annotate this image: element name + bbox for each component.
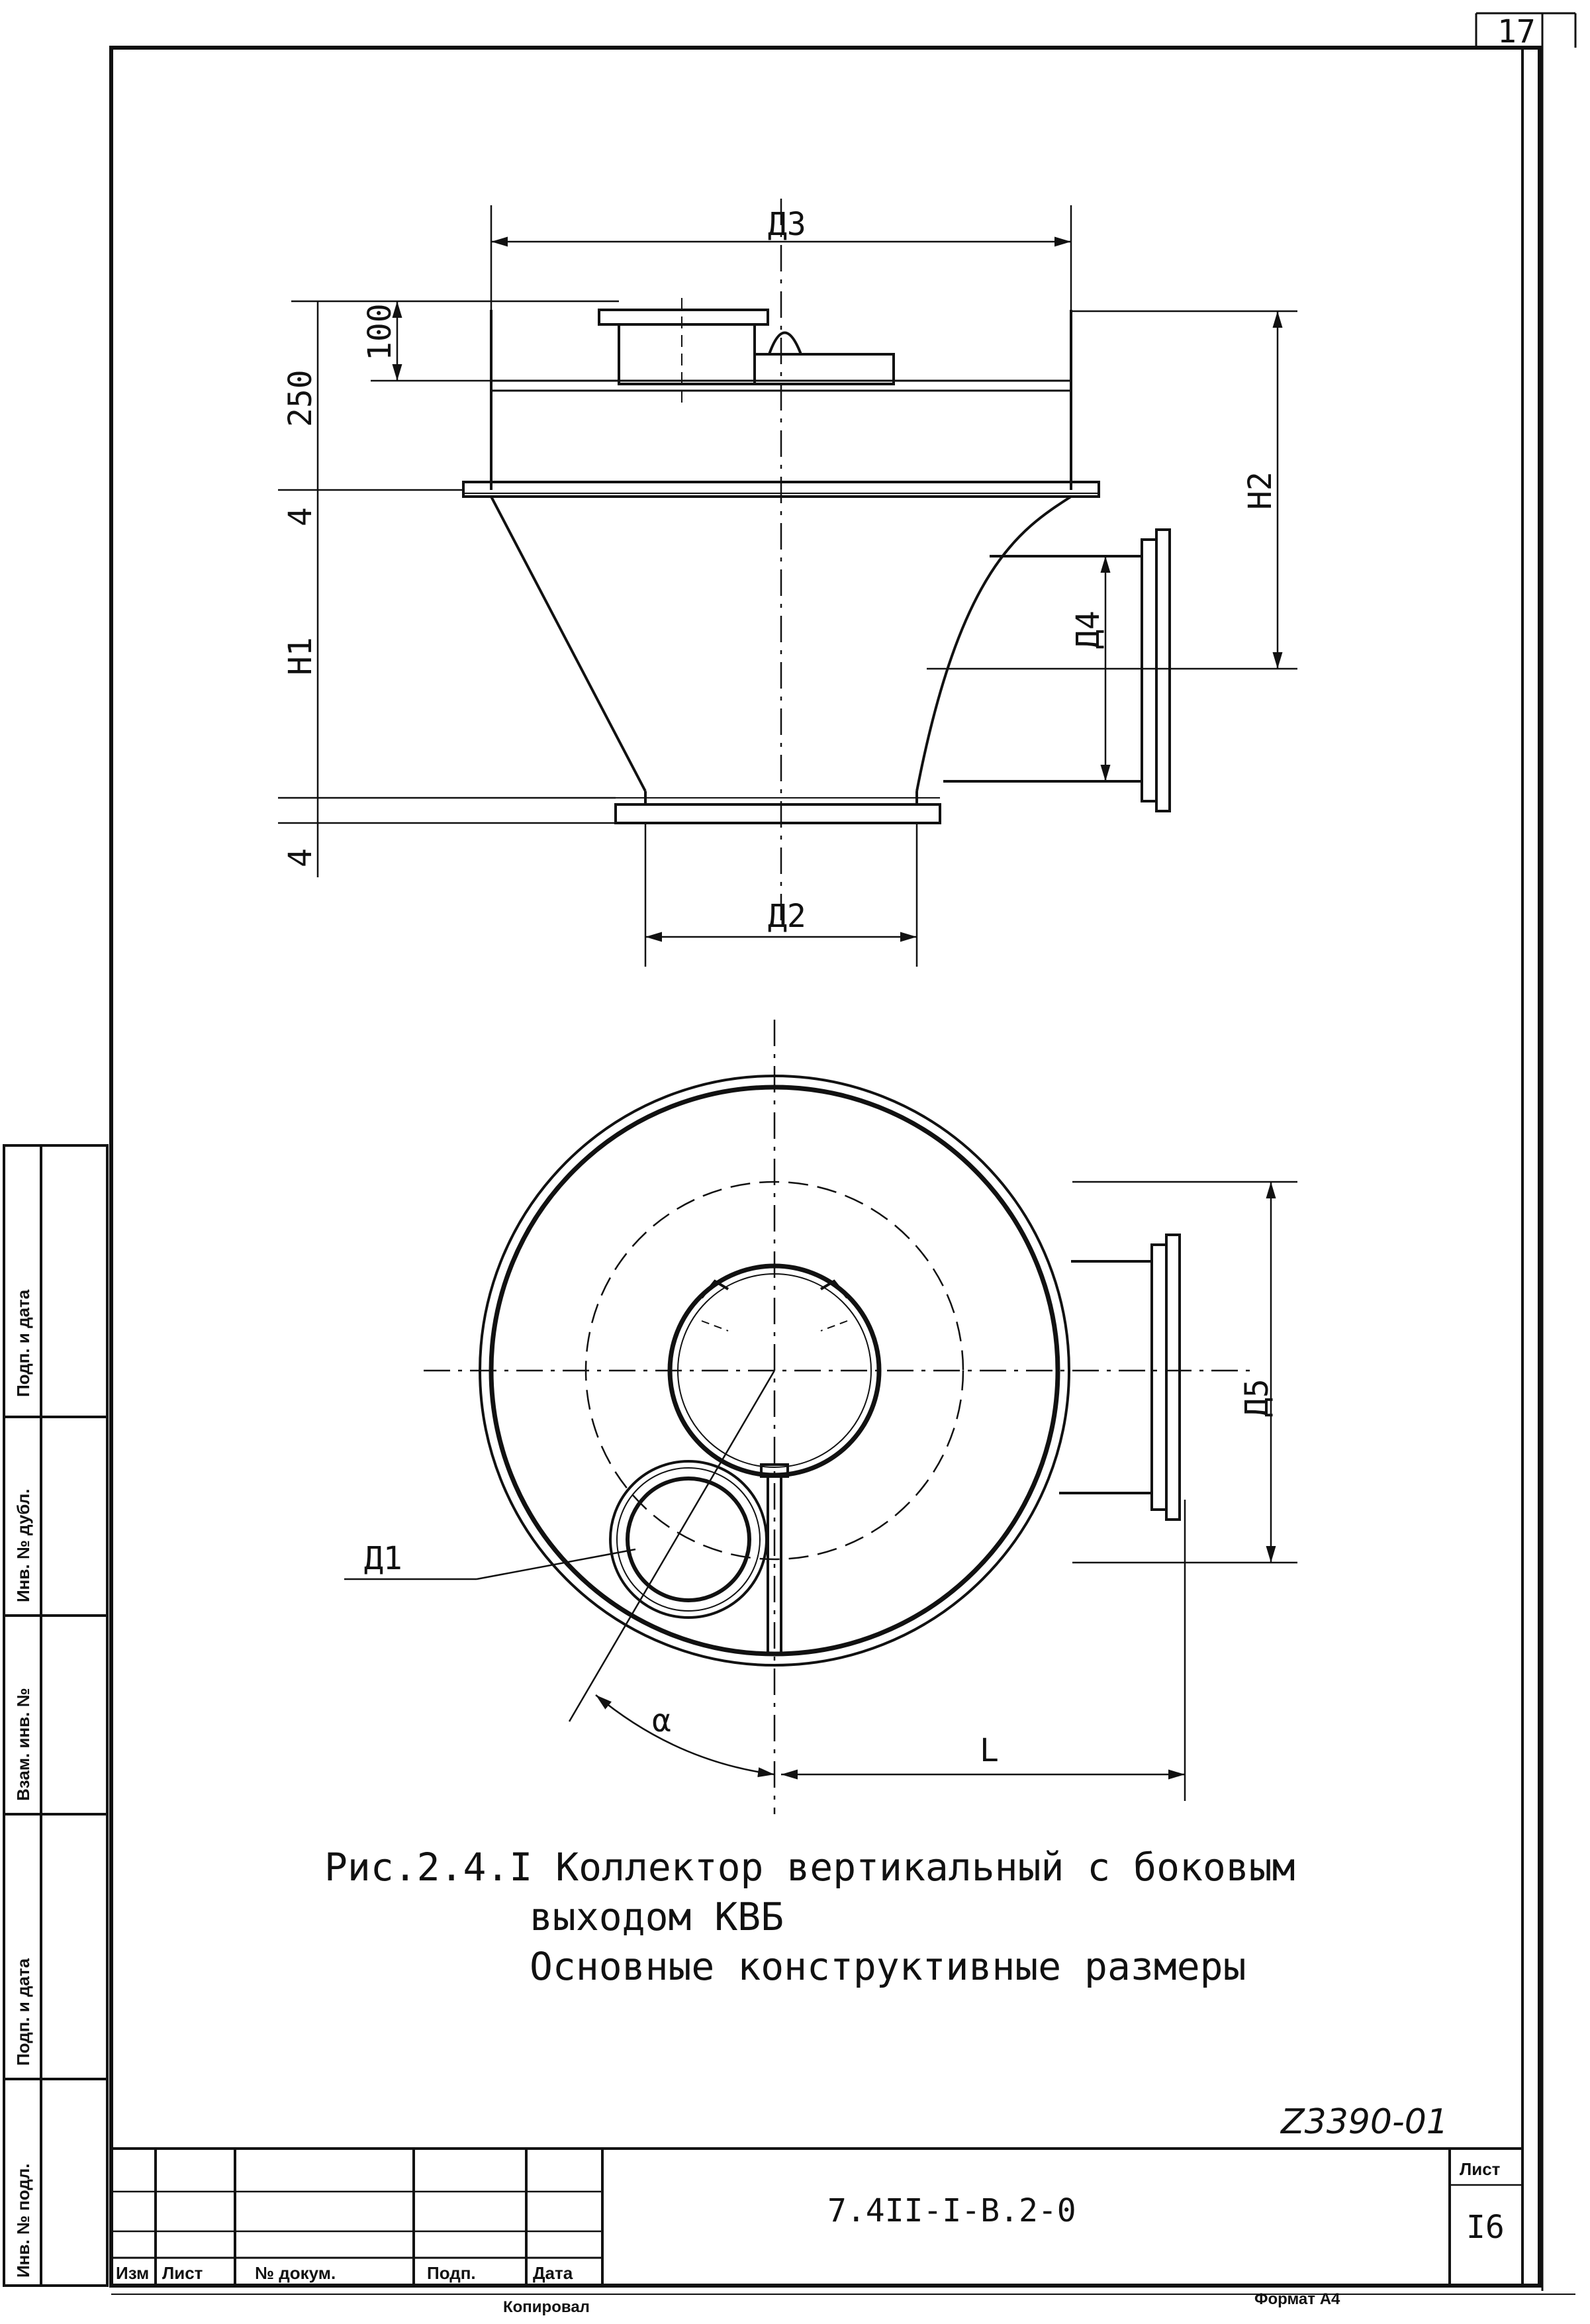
tb-sheet-value: I6: [1466, 2209, 1505, 2246]
tb-format: Формат А4: [1254, 2290, 1340, 2308]
tb-col-podp: Подп.: [427, 2263, 476, 2283]
tb-col-data: Дата: [533, 2263, 573, 2283]
dim-h1: H1: [282, 637, 319, 675]
tb-col-list: Лист: [162, 2263, 203, 2283]
dim-100: 100: [361, 303, 398, 361]
dim-4-bottom: 4: [282, 848, 319, 867]
dim-d5: Д5: [1239, 1379, 1276, 1417]
side-stamp: [3, 1144, 109, 2287]
caption-line-2: выходом КВБ: [530, 1894, 784, 1939]
dim-d3: Д3: [768, 206, 806, 243]
tb-sheet-label: Лист: [1460, 2159, 1501, 2179]
caption-line-1: Рис.2.4.I Коллектор вертикальный с боков…: [324, 1845, 1295, 1890]
tb-col-doc: № докум.: [255, 2263, 336, 2283]
top-sheet-number: 17: [1497, 13, 1536, 50]
plan-view: [424, 1020, 1258, 1814]
dim-l: L: [980, 1732, 999, 1769]
dim-d1: Д1: [364, 1540, 402, 1577]
stamp-number: Z3390-01: [1280, 2102, 1448, 2142]
title-block: [111, 2147, 1522, 2286]
side-field-inv-dubl: Инв. № дубл.: [13, 1489, 33, 1602]
tb-copied: Копировал: [503, 2298, 590, 2316]
dim-h2: H2: [1242, 471, 1279, 510]
dim-d2: Д2: [768, 898, 806, 935]
dim-4-top: 4: [282, 507, 319, 526]
side-field-inv-podl: Инв. № подл.: [13, 2163, 33, 2278]
dim-d4-outlet: Д4: [1070, 610, 1107, 649]
elevation-view: [462, 199, 1205, 927]
tb-col-izm: Изм: [116, 2263, 149, 2283]
drawing-frame: [109, 12, 1577, 2291]
side-field-podp-data-2: Подп. и дата: [13, 1289, 33, 1397]
side-field-podp-data-1: Подп. и дата: [13, 1958, 33, 2066]
plan-dimensions: [344, 1181, 1297, 1801]
caption-line-3: Основные конструктивные размеры: [530, 1944, 1246, 1989]
dim-250: 250: [282, 369, 319, 427]
dim-alpha: α: [652, 1702, 671, 1739]
elevation-dimensions: [278, 205, 1297, 967]
tb-designation: 7.4II-I-B.2-0: [827, 2192, 1076, 2229]
side-field-vzam-inv: Взам. инв. №: [13, 1688, 33, 1801]
